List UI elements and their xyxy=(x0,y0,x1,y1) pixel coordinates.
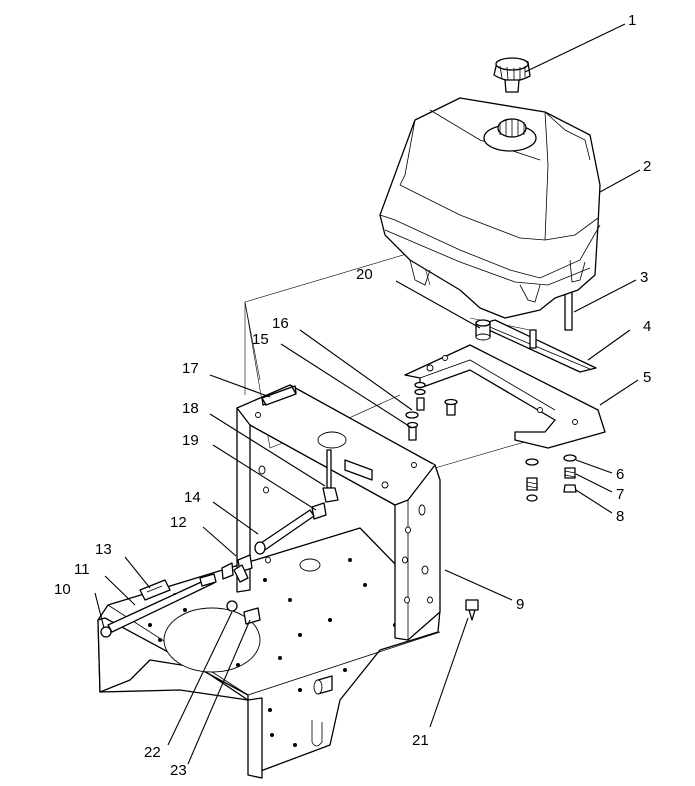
callout-13: 13 xyxy=(95,541,112,558)
callout-23: 23 xyxy=(170,762,187,779)
callout-20: 20 xyxy=(356,266,373,283)
callout-11: 11 xyxy=(74,561,90,578)
frame-large-opening xyxy=(163,607,261,673)
callout-19: 19 xyxy=(182,432,199,449)
hose-fittings xyxy=(226,600,261,625)
callout-10: 10 xyxy=(54,581,71,598)
callout-12: 12 xyxy=(170,514,187,531)
mounting-bolt xyxy=(465,599,479,621)
tank-grommet xyxy=(475,319,491,341)
callout-4: 4 xyxy=(643,318,651,335)
callout-5: 5 xyxy=(643,369,651,386)
decal-plate xyxy=(261,386,297,406)
callout-3: 3 xyxy=(640,269,648,286)
leader-lines xyxy=(94,23,641,765)
callout-2: 2 xyxy=(643,158,651,175)
fuel-cap xyxy=(493,57,531,93)
callout-22: 22 xyxy=(144,744,161,761)
washer-lockwasher-nut xyxy=(525,454,577,502)
callout-21: 21 xyxy=(412,732,429,749)
callout-6: 6 xyxy=(616,466,624,483)
fuel-tank xyxy=(379,97,601,319)
base-frame xyxy=(97,527,441,779)
callout-18: 18 xyxy=(182,400,199,417)
fuel-fitting xyxy=(311,449,339,520)
tank-mount-bracket xyxy=(404,344,606,449)
callout-9: 9 xyxy=(516,596,524,613)
bolt-and-washer-stack xyxy=(405,381,458,441)
callout-1: 1 xyxy=(628,12,636,29)
callout-labels: 1 2 3 4 5 6 7 8 9 10 11 12 13 14 15 16 1… xyxy=(54,12,651,779)
callout-15: 15 xyxy=(252,331,269,348)
callout-17: 17 xyxy=(182,360,199,377)
callout-14: 14 xyxy=(184,489,201,506)
callout-7: 7 xyxy=(616,486,624,503)
callout-8: 8 xyxy=(616,508,624,525)
callout-16: 16 xyxy=(272,315,289,332)
fuel-hose xyxy=(221,509,315,583)
front-hardware xyxy=(100,573,217,638)
